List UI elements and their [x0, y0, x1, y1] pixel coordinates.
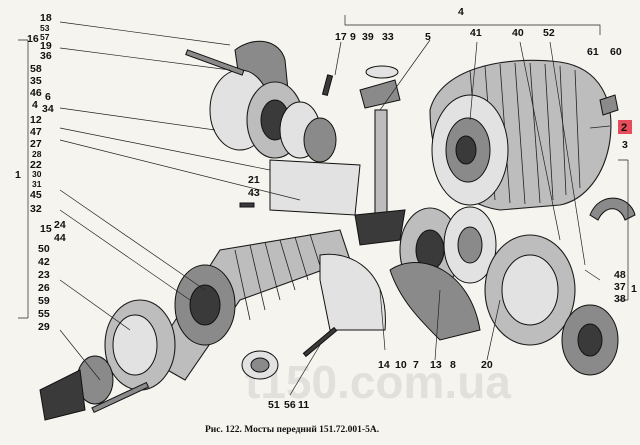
label-16: 16 — [27, 33, 39, 45]
label-10: 10 — [395, 359, 407, 371]
leader-lines — [18, 15, 629, 396]
label-22: 22 — [30, 159, 42, 171]
label-44: 44 — [54, 232, 66, 244]
label-1-left: 1 — [15, 169, 21, 181]
label-3: 3 — [622, 139, 628, 151]
label-53: 53 — [40, 23, 50, 33]
label-13: 13 — [430, 359, 442, 371]
callout-labels: 1 16 18 53 57 19 36 58 35 46 4 6 34 12 4… — [15, 6, 637, 411]
label-12: 12 — [30, 114, 42, 126]
label-14: 14 — [378, 359, 390, 371]
label-40: 40 — [512, 27, 524, 39]
highlight-marker — [618, 120, 632, 134]
label-51: 51 — [268, 399, 280, 411]
label-27: 27 — [30, 138, 42, 150]
label-6: 6 — [45, 91, 51, 103]
label-7: 7 — [413, 359, 419, 371]
label-37: 37 — [614, 281, 626, 293]
label-24: 24 — [54, 219, 66, 231]
label-29: 29 — [38, 321, 50, 333]
label-55: 55 — [38, 308, 50, 320]
label-50: 50 — [38, 243, 50, 255]
label-60: 60 — [610, 46, 622, 58]
label-58: 58 — [30, 63, 42, 75]
label-23: 23 — [38, 269, 50, 281]
watermark: t150.com.ua — [245, 356, 511, 408]
label-4-left: 4 — [32, 99, 38, 111]
label-56: 56 — [284, 399, 296, 411]
label-61: 61 — [587, 46, 599, 58]
label-42: 42 — [38, 256, 50, 268]
label-30: 30 — [32, 169, 42, 179]
label-35: 35 — [30, 75, 42, 87]
label-38: 38 — [614, 293, 626, 305]
label-11: 11 — [298, 399, 309, 411]
label-18: 18 — [40, 12, 52, 24]
label-17: 17 — [335, 31, 347, 43]
label-28: 28 — [32, 149, 42, 159]
figure-caption: Рис. 122. Мосты передний 151.72.001-5А. — [205, 424, 379, 435]
label-31: 31 — [32, 179, 42, 189]
label-8: 8 — [450, 359, 456, 371]
label-4-top: 4 — [458, 6, 464, 18]
label-47: 47 — [30, 126, 42, 138]
label-36: 36 — [40, 50, 52, 62]
label-21: 21 — [248, 174, 260, 186]
label-33: 33 — [382, 31, 394, 43]
label-20: 20 — [481, 359, 493, 371]
label-59: 59 — [38, 295, 50, 307]
label-41: 41 — [470, 27, 482, 39]
label-39: 39 — [362, 31, 374, 43]
label-5: 5 — [425, 31, 431, 43]
label-57: 57 — [40, 32, 50, 42]
label-46: 46 — [30, 87, 42, 99]
label-52: 52 — [543, 27, 555, 39]
label-48: 48 — [614, 269, 626, 281]
label-26: 26 — [38, 282, 50, 294]
label-19: 19 — [40, 40, 52, 52]
label-15: 15 — [40, 223, 52, 235]
label-34: 34 — [42, 103, 54, 115]
label-43: 43 — [248, 187, 260, 199]
label-9: 9 — [350, 31, 356, 43]
label-45: 45 — [30, 189, 42, 201]
label-2: 2 — [621, 122, 627, 134]
label-32: 32 — [30, 203, 42, 215]
label-1-right: 1 — [631, 283, 637, 295]
axle-illustration — [39, 40, 636, 421]
